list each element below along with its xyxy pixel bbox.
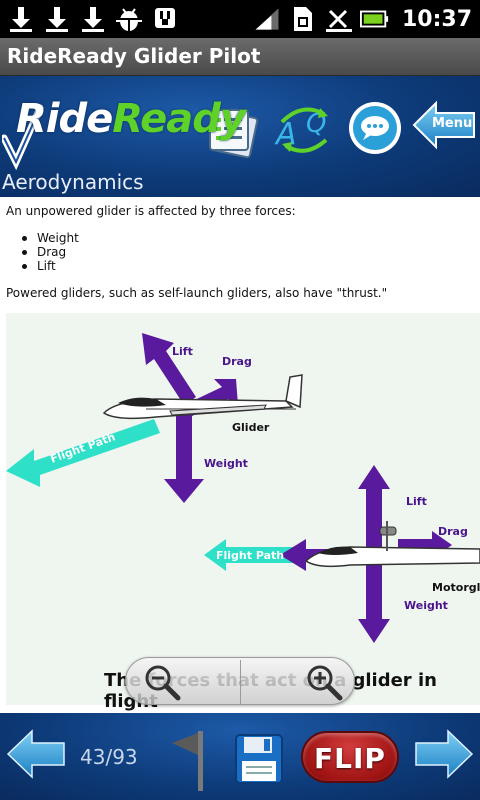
download-icon	[6, 4, 36, 34]
page-indicator: 43/93	[80, 745, 138, 769]
glider-lift-arrow	[142, 333, 196, 405]
rideready-logo: RideReady	[2, 90, 260, 174]
list-item: Drag	[22, 245, 79, 259]
glider-flight-path-arrow	[6, 419, 160, 487]
motorglider-lift-label: Lift	[406, 495, 427, 508]
arrow-right-icon	[415, 729, 474, 779]
bottom-navigation: 43/93 FLIP	[0, 713, 480, 800]
flip-button[interactable]: FLIP	[301, 731, 399, 783]
bookmark-flag-button[interactable]	[168, 727, 216, 793]
clock: 10:37	[401, 6, 472, 32]
qa-icon: A Q	[274, 107, 328, 153]
glider-weight-label: Weight	[204, 457, 248, 470]
battery-icon	[359, 4, 390, 34]
zoom-out-icon	[145, 665, 181, 701]
motorglider-weight-label: Weight	[404, 599, 448, 612]
glider-weight-arrow	[164, 405, 204, 503]
motorglider-shape	[304, 521, 480, 568]
motorglider-lift-arrow	[358, 465, 390, 547]
logo-ready: Ready	[112, 96, 246, 142]
signal-off-icon	[324, 4, 354, 34]
menu-button[interactable]: Menu	[412, 100, 476, 150]
motorglider-flight-path-arrow	[204, 539, 306, 571]
qa-button[interactable]: A Q	[272, 100, 338, 156]
usb-icon	[150, 4, 180, 34]
glider-lift-label: Lift	[172, 345, 193, 358]
previous-page-button[interactable]	[6, 729, 66, 779]
forces-list: Weight Drag Lift	[22, 231, 79, 273]
app-title-bar: RideReady Glider Pilot	[0, 38, 480, 76]
sim-icon	[288, 4, 318, 34]
glider-shape	[102, 374, 303, 420]
android-debug-icon	[114, 4, 144, 34]
logo-text: RideReady	[16, 96, 246, 142]
wifi-icon	[252, 4, 282, 34]
intro-text: An unpowered glider is affected by three…	[6, 204, 296, 218]
zoom-out-button[interactable]	[142, 662, 182, 702]
logo-ride: Ride	[16, 96, 113, 142]
content-page[interactable]: An unpowered glider is affected by three…	[0, 197, 480, 713]
glider-label: Glider	[232, 421, 270, 434]
notification-icons	[6, 4, 180, 34]
powered-note: Powered gliders, such as self-launch gli…	[6, 286, 388, 300]
system-icons: 10:37	[252, 4, 472, 34]
motorglider-label: Motorgl	[432, 581, 480, 594]
chat-icon	[349, 102, 401, 154]
arrow-left-icon	[6, 729, 65, 779]
status-bar: 10:37	[0, 0, 480, 38]
flag-icon	[172, 731, 203, 791]
next-page-button[interactable]	[414, 729, 474, 779]
app-title: RideReady Glider Pilot	[7, 44, 261, 68]
zoom-divider	[240, 660, 241, 704]
forces-diagram: Lift Drag Glider Weight Flight Path	[6, 313, 480, 712]
floppy-disk-icon	[235, 734, 283, 784]
motorglider-drag-label: Drag	[438, 525, 468, 538]
motorglider-weight-arrow	[358, 561, 390, 643]
glider-drag-label: Drag	[222, 355, 252, 368]
list-item: Lift	[22, 259, 79, 273]
chat-button[interactable]	[347, 100, 403, 156]
header: RideReady A Q Menu Aerodynamics	[0, 76, 480, 197]
notepad-icon	[209, 109, 259, 159]
menu-arrow-icon	[412, 100, 475, 150]
zoom-in-button[interactable]	[304, 662, 344, 702]
section-title: Aerodynamics	[2, 170, 144, 194]
zoom-control	[125, 657, 355, 705]
zoom-in-icon	[307, 665, 343, 701]
save-button[interactable]	[234, 733, 284, 785]
menu-label: Menu	[432, 116, 473, 131]
motorglider-flight-path-label: Flight Path	[216, 549, 284, 562]
download-icon	[78, 4, 108, 34]
flip-label: FLIP	[314, 742, 386, 775]
list-item: Weight	[22, 231, 79, 245]
download-icon	[42, 4, 72, 34]
